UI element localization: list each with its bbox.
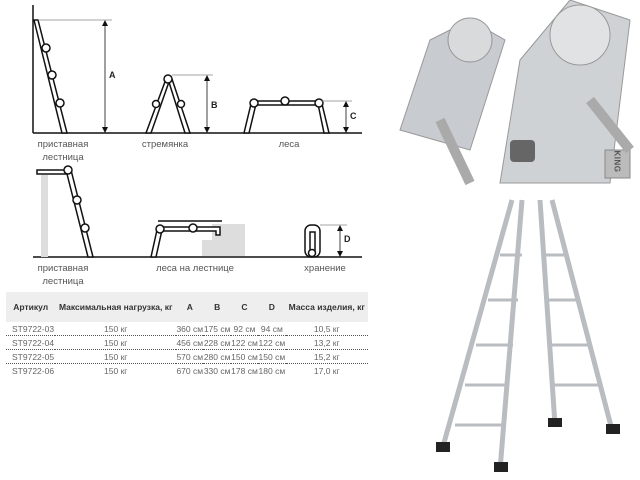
hinge-brand-label: KING [612,150,622,173]
table-cell: 17,0 кг [313,365,340,376]
dimension-a: A [109,70,116,80]
dimension-b: B [211,100,218,110]
table-cell: 280 см [203,349,231,364]
ladder-photo [436,199,620,472]
table-cell: 330 см [203,365,231,376]
table-cell: 228 см [203,335,231,350]
table-cell: 122 см [258,335,286,350]
dimension-c: C [350,111,357,121]
label-scaffold-on-stairs: леса на лестнице [156,263,234,274]
table-cell: 180 см [258,365,286,376]
specs-table: Артикул Максимальная нагрузка, кг A B C … [6,292,368,377]
table-cell: 122 см [230,335,259,350]
table-cell: 150 кг [55,349,177,364]
label-extension-ladder: приставная лестница [37,139,89,163]
table-cell: ST9722-05 [6,349,56,364]
label-scaffold: леса [278,139,300,150]
table-cell: 178 см [231,365,258,376]
table-cell: ST9722-04 [6,335,56,350]
col-header: C [230,292,259,322]
table-cell: 10,5 кг [285,322,368,336]
label-storage: хранение [304,263,346,274]
table-cell: 94 см [258,322,286,336]
table-cell: 92 см [230,322,259,336]
table-cell: 456 см [176,335,204,350]
dimension-d: D [344,234,351,244]
col-header: B [203,292,231,322]
hinge-photo [392,0,640,186]
label-extension-ladder-2: приставная лестница [37,263,89,287]
table-cell: 150 кг [104,365,128,376]
table-cell: 150 кг [55,335,177,350]
table-cell: 15,2 кг [285,349,368,364]
col-header: Артикул [6,292,56,322]
col-header: Максимальная нагрузка, кг [55,292,177,322]
table-cell: 570 см [176,349,204,364]
label-stepladder: стремянка [141,139,189,150]
table-cell: 150 кг [55,322,177,336]
table-cell: 13,2 кг [285,335,368,350]
col-header: Масса изделия, кг [285,292,368,322]
table-cell: 175 см [203,322,231,336]
table-cell: 670 см [176,365,204,376]
table-cell: 150 см [258,349,286,364]
table-cell: 360 см [176,322,204,336]
stairs [202,224,245,256]
table-cell: ST9722-06 [12,365,55,376]
table-cell: ST9722-03 [6,322,56,336]
table-cell: 150 см [230,349,259,364]
col-header: D [258,292,286,322]
col-header: A [176,292,204,322]
